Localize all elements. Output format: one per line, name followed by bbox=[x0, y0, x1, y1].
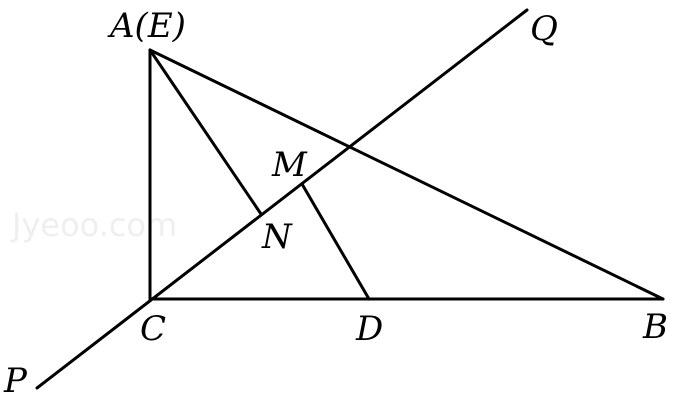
segment-md bbox=[300, 182, 371, 301]
segment-ab bbox=[148, 48, 665, 301]
labels-group: A(E) Q M N C D B P bbox=[3, 6, 668, 400]
segments-group bbox=[35, 8, 665, 390]
label-point-b: B bbox=[642, 307, 668, 347]
segment-an bbox=[148, 48, 263, 216]
line-pq bbox=[35, 8, 529, 390]
label-point-d: D bbox=[355, 309, 383, 349]
label-point-p: P bbox=[3, 361, 28, 400]
label-point-m: M bbox=[271, 145, 308, 185]
label-point-a: A(E) bbox=[107, 6, 186, 46]
label-point-q: Q bbox=[530, 9, 558, 49]
label-point-c: C bbox=[140, 309, 166, 349]
label-point-n: N bbox=[261, 217, 293, 257]
watermark: Jyeoo.com bbox=[10, 206, 177, 244]
